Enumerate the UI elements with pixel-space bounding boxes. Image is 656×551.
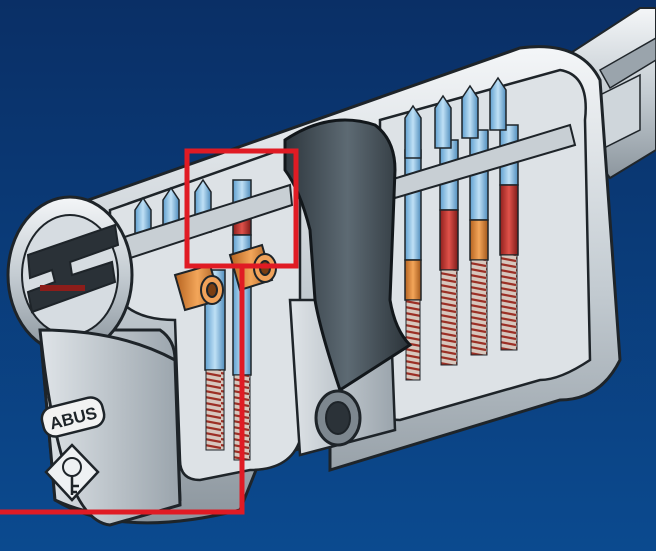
mounting-hole-icon: [314, 389, 362, 447]
highlight-callout: [0, 148, 299, 515]
pin-stack-left: [113, 178, 294, 461]
cam: [283, 118, 413, 393]
pin-stack-right: [388, 76, 577, 381]
callout-line: [0, 266, 245, 515]
security-mark-icon: [44, 443, 100, 502]
abus-logo: ABUS: [40, 396, 106, 438]
keyway-icon: [26, 223, 120, 314]
